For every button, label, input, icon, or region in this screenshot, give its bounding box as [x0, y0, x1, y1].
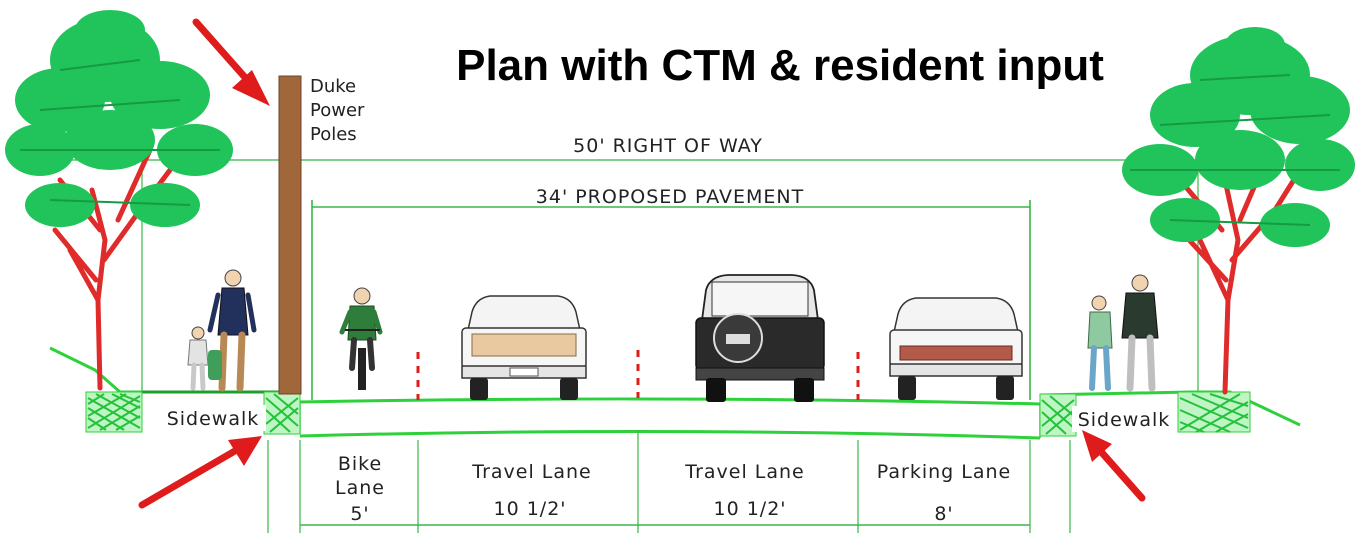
sidewalk-left-label: Sidewalk [167, 408, 260, 430]
lane-travel-1-width: 10 1/2' [493, 498, 566, 520]
lane-dimension-grid [267, 430, 1071, 533]
arrow-icon [192, 18, 270, 106]
lane-bike-name-2: Lane [335, 477, 385, 499]
pole-label-line-2: Power [310, 100, 365, 121]
lane-labels: Bike Lane 5' Travel Lane 10 1/2' Travel … [335, 453, 1011, 525]
pole-label-line-1: Duke [310, 76, 356, 97]
tree-icon [1122, 27, 1355, 395]
lane-bike-name-1: Bike [338, 453, 382, 475]
lane-travel-1-name: Travel Lane [471, 461, 591, 483]
curb-hatch-left [85, 391, 301, 435]
pedestrian-icon [1121, 274, 1159, 392]
arrow-icon [1082, 430, 1146, 502]
arrow-icon [138, 436, 262, 509]
car-icon [889, 297, 1023, 400]
lane-parking-name: Parking Lane [877, 461, 1011, 483]
pedestrian-icon [187, 326, 222, 391]
car-icon [461, 295, 587, 400]
pole-label-line-3: Poles [310, 124, 357, 145]
tree-icon [5, 10, 233, 391]
pedestrian-icon [207, 269, 257, 392]
proposed-pavement-dimension: 34' PROPOSED PAVEMENT [311, 186, 1031, 400]
diagram-title: Plan with CTM & resident input [456, 41, 1104, 90]
lane-travel-2-name: Travel Lane [684, 461, 804, 483]
suv-icon [695, 274, 825, 402]
curb-hatch-right [1039, 391, 1251, 437]
lane-travel-2-width: 10 1/2' [713, 498, 786, 520]
right-of-way-label: 50' RIGHT OF WAY [573, 135, 763, 157]
pedestrian-icon [1087, 295, 1113, 391]
lane-parking-width: 8' [934, 503, 953, 525]
power-pole [278, 75, 302, 395]
lane-bike-width: 5' [350, 503, 369, 525]
sidewalk-right-label: Sidewalk [1078, 409, 1171, 431]
cyclist-icon [339, 287, 383, 390]
proposed-pavement-label: 34' PROPOSED PAVEMENT [536, 186, 804, 208]
